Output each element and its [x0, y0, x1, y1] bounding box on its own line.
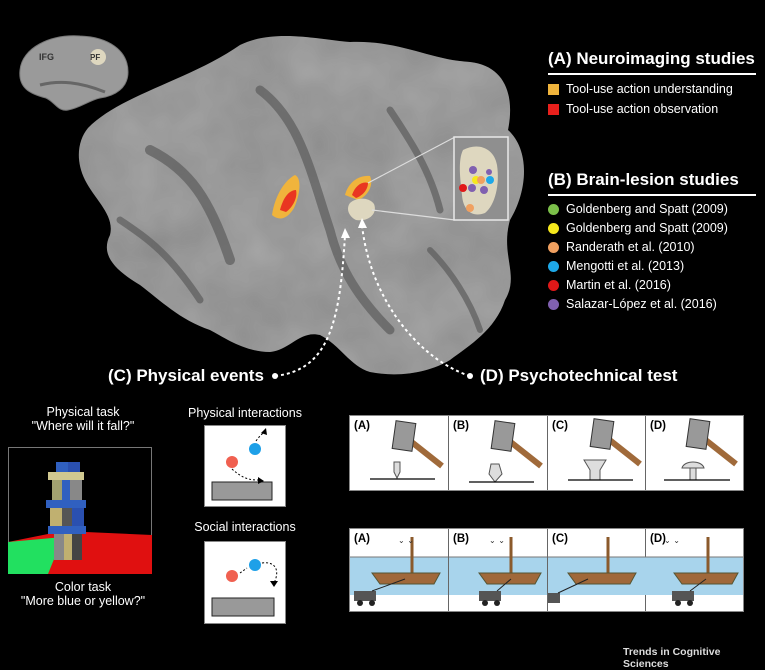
legend-label: Mengotti et al. (2013) [566, 259, 685, 273]
social-interaction-panel [204, 541, 286, 624]
frame-label: (D) [650, 533, 666, 545]
legend-swatch [548, 83, 559, 95]
pf-marker [90, 49, 106, 65]
hammer-frame-c: (C) [548, 416, 646, 490]
hammer-frame-b: (B) [449, 416, 548, 490]
legend-dot [548, 279, 559, 291]
block-tower [46, 462, 86, 560]
legend-dot [548, 241, 559, 253]
lesion-dots [459, 166, 494, 212]
frame-label: (B) [453, 420, 469, 432]
color-task-line2: "More blue or yellow?" [20, 594, 146, 608]
legend-b-6: Salazar-López et al. (2016) [548, 297, 717, 311]
svg-text:⌄ ⌄: ⌄ ⌄ [489, 536, 505, 545]
physical-task-line2: "Where will it fall?" [31, 419, 135, 433]
physical-interactions-label: Physical interactions [188, 406, 302, 420]
ifg-label: IFG [39, 52, 54, 62]
boat-frame-c: (C) [548, 529, 646, 611]
legend-b-1: Goldenberg and Spatt (2009) [548, 202, 728, 216]
legend-dot [548, 222, 559, 234]
section-a-title: (A) Neuroimaging studies [548, 49, 755, 68]
journal-credit: Trends in Cognitive Sciences [623, 646, 721, 670]
legend-a-2: Tool-use action observation [548, 102, 718, 116]
tower-scene [8, 447, 152, 574]
arrow-c-head [341, 228, 350, 238]
frame-label: (A) [354, 420, 370, 432]
legend-label: Tool-use action observation [566, 102, 719, 116]
legend-label: Randerath et al. (2010) [566, 240, 695, 254]
legend-swatch [548, 103, 559, 115]
legend-b-3: Randerath et al. (2010) [548, 240, 695, 254]
hammer-panel: (A) (B) (C) (D) [349, 415, 744, 491]
arrow-c-to-brain [274, 234, 346, 377]
color-task-line1: Color task [54, 580, 112, 594]
hammer-icon [664, 418, 738, 481]
svg-text:⌄ ⌄: ⌄ ⌄ [664, 536, 680, 545]
legend-label: Salazar-López et al. (2016) [566, 297, 717, 311]
physical-task-line1: Physical task [46, 405, 120, 419]
arrow-d-to-brain [361, 224, 471, 377]
section-b-title: (B) Brain-lesion studies [548, 170, 739, 189]
legend-dot [548, 260, 559, 272]
frame-label: (A) [354, 533, 370, 545]
activation-left [272, 175, 300, 219]
frame-label: (C) [552, 533, 568, 545]
pf-label: PF [90, 53, 101, 62]
legend-label: Goldenberg and Spatt (2009) [566, 221, 728, 235]
legend-dot [548, 298, 559, 310]
legend-label: Martin et al. (2016) [566, 278, 671, 292]
boat-frame-d: ⌄ ⌄ (D) [646, 529, 743, 611]
boat-scene: ⌄ ⌄ [350, 536, 448, 606]
boat-scene: ⌄ ⌄ [449, 536, 547, 606]
arrow-c-start [272, 373, 278, 379]
boat-frame-a: ⌄ ⌄ (A) [350, 529, 449, 611]
section-b-rule [548, 194, 756, 196]
section-c-title: (C) Physical events [108, 366, 264, 385]
physical-task-caption: Physical task "Where will it fall?" [8, 405, 158, 433]
svg-text:⌄ ⌄: ⌄ ⌄ [398, 536, 414, 545]
boat-frame-b: ⌄ ⌄ (B) [449, 529, 548, 611]
lateral-brain-inset [19, 35, 129, 111]
arrow-d-start [467, 373, 473, 379]
frame-label: (D) [650, 420, 666, 432]
boat-scene [548, 537, 646, 603]
legend-b-5: Martin et al. (2016) [548, 278, 671, 292]
legend-dot [548, 203, 559, 215]
arrow-d-head [358, 218, 367, 228]
hammer-frame-a: (A) [350, 416, 449, 490]
frame-label: (C) [552, 420, 568, 432]
zoom-lines [367, 136, 456, 221]
color-task-caption: Color task "More blue or yellow?" [8, 580, 158, 608]
legend-a-1: Tool-use action understanding [548, 82, 733, 96]
legend-label: Tool-use action understanding [566, 82, 733, 96]
physical-interaction-panel [204, 425, 286, 507]
section-a-rule [548, 73, 756, 75]
boat-panel: ⌄ ⌄ (A) ⌄ ⌄ (B) (C) [349, 528, 744, 612]
sulci-shading [116, 85, 483, 335]
frame-label: (B) [453, 533, 469, 545]
boat-scene: ⌄ ⌄ [646, 536, 743, 606]
legend-b-4: Mengotti et al. (2013) [548, 259, 684, 273]
hammer-frame-d: (D) [646, 416, 743, 490]
legend-label: Goldenberg and Spatt (2009) [566, 202, 728, 216]
hammer-icon [370, 420, 444, 480]
legend-b-2: Goldenberg and Spatt (2009) [548, 221, 728, 235]
hammer-icon [469, 420, 543, 483]
section-d-title: (D) Psychotechnical test [480, 366, 678, 385]
activation-right [345, 175, 375, 221]
social-interactions-label: Social interactions [194, 520, 296, 534]
hammer-icon [568, 418, 642, 481]
